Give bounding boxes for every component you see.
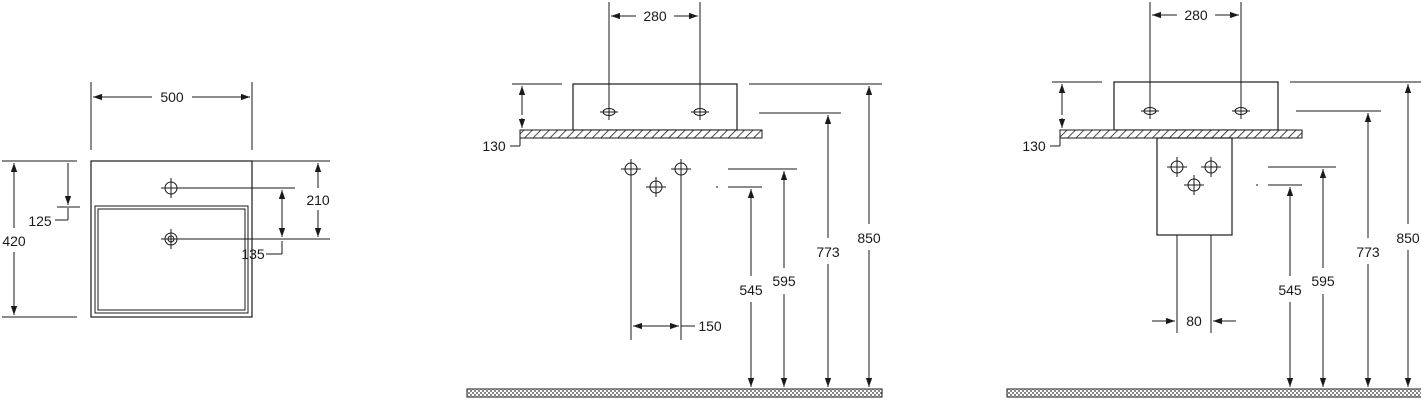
dim-280-label-b: 280 <box>1184 7 1208 23</box>
waste-point-icon <box>646 177 666 197</box>
dim-width-label: 500 <box>160 89 184 105</box>
dim-130-label-a: 130 <box>482 138 506 154</box>
dim-280-label-a: 280 <box>643 8 667 24</box>
basin-bowl-inner <box>97 208 246 311</box>
dim-80-label-b: 80 <box>1186 313 1202 329</box>
fixing-hole-icon <box>600 104 618 120</box>
dim-595-label-a: 595 <box>772 273 796 289</box>
wall-hatch-b <box>1059 129 1303 139</box>
supply-point-icon <box>621 159 641 179</box>
dim-850-label-b: 850 <box>1396 230 1420 246</box>
dim-595-label-b: 595 <box>1311 273 1335 289</box>
dim-545-label-b: 545 <box>1278 282 1302 298</box>
pedestal-b <box>1156 137 1233 236</box>
outlet-icon <box>161 229 181 249</box>
fixing-hole-icon <box>691 104 709 120</box>
dim-depth-label: 420 <box>2 233 26 249</box>
floor-a <box>466 388 883 398</box>
basin-front-a <box>572 83 738 131</box>
dim-150-label-a: 150 <box>698 318 722 334</box>
dim-130-label-b: 130 <box>1022 138 1046 154</box>
fixing-hole-icon <box>1232 103 1250 119</box>
supply-point-icon <box>671 159 691 179</box>
dim-545-label-a: 545 <box>739 282 763 298</box>
supply-point-icon <box>1167 157 1187 177</box>
dim-135-label: 135 <box>241 246 265 262</box>
dim-773-label-a: 773 <box>816 244 840 260</box>
front-view-b: 280 130 80 <box>1006 2 1421 398</box>
waste-point-icon <box>1184 175 1204 195</box>
front-view-a: 280 130 150 <box>466 2 883 398</box>
wall-hatch-a <box>519 129 763 139</box>
dim-125-label: 125 <box>28 213 52 229</box>
tap-hole-icon <box>161 178 181 198</box>
dim-850-label-a: 850 <box>857 230 881 246</box>
dim-210-label: 210 <box>306 192 330 208</box>
basin-front-b <box>1113 81 1279 131</box>
plan-view: 500 420 125 210 135 <box>2 82 330 318</box>
fixing-hole-icon <box>1141 103 1159 119</box>
basin-bowl-outer <box>94 205 249 314</box>
dim-773-label-b: 773 <box>1356 244 1380 260</box>
floor-b <box>1006 388 1421 398</box>
supply-point-icon <box>1201 157 1221 177</box>
